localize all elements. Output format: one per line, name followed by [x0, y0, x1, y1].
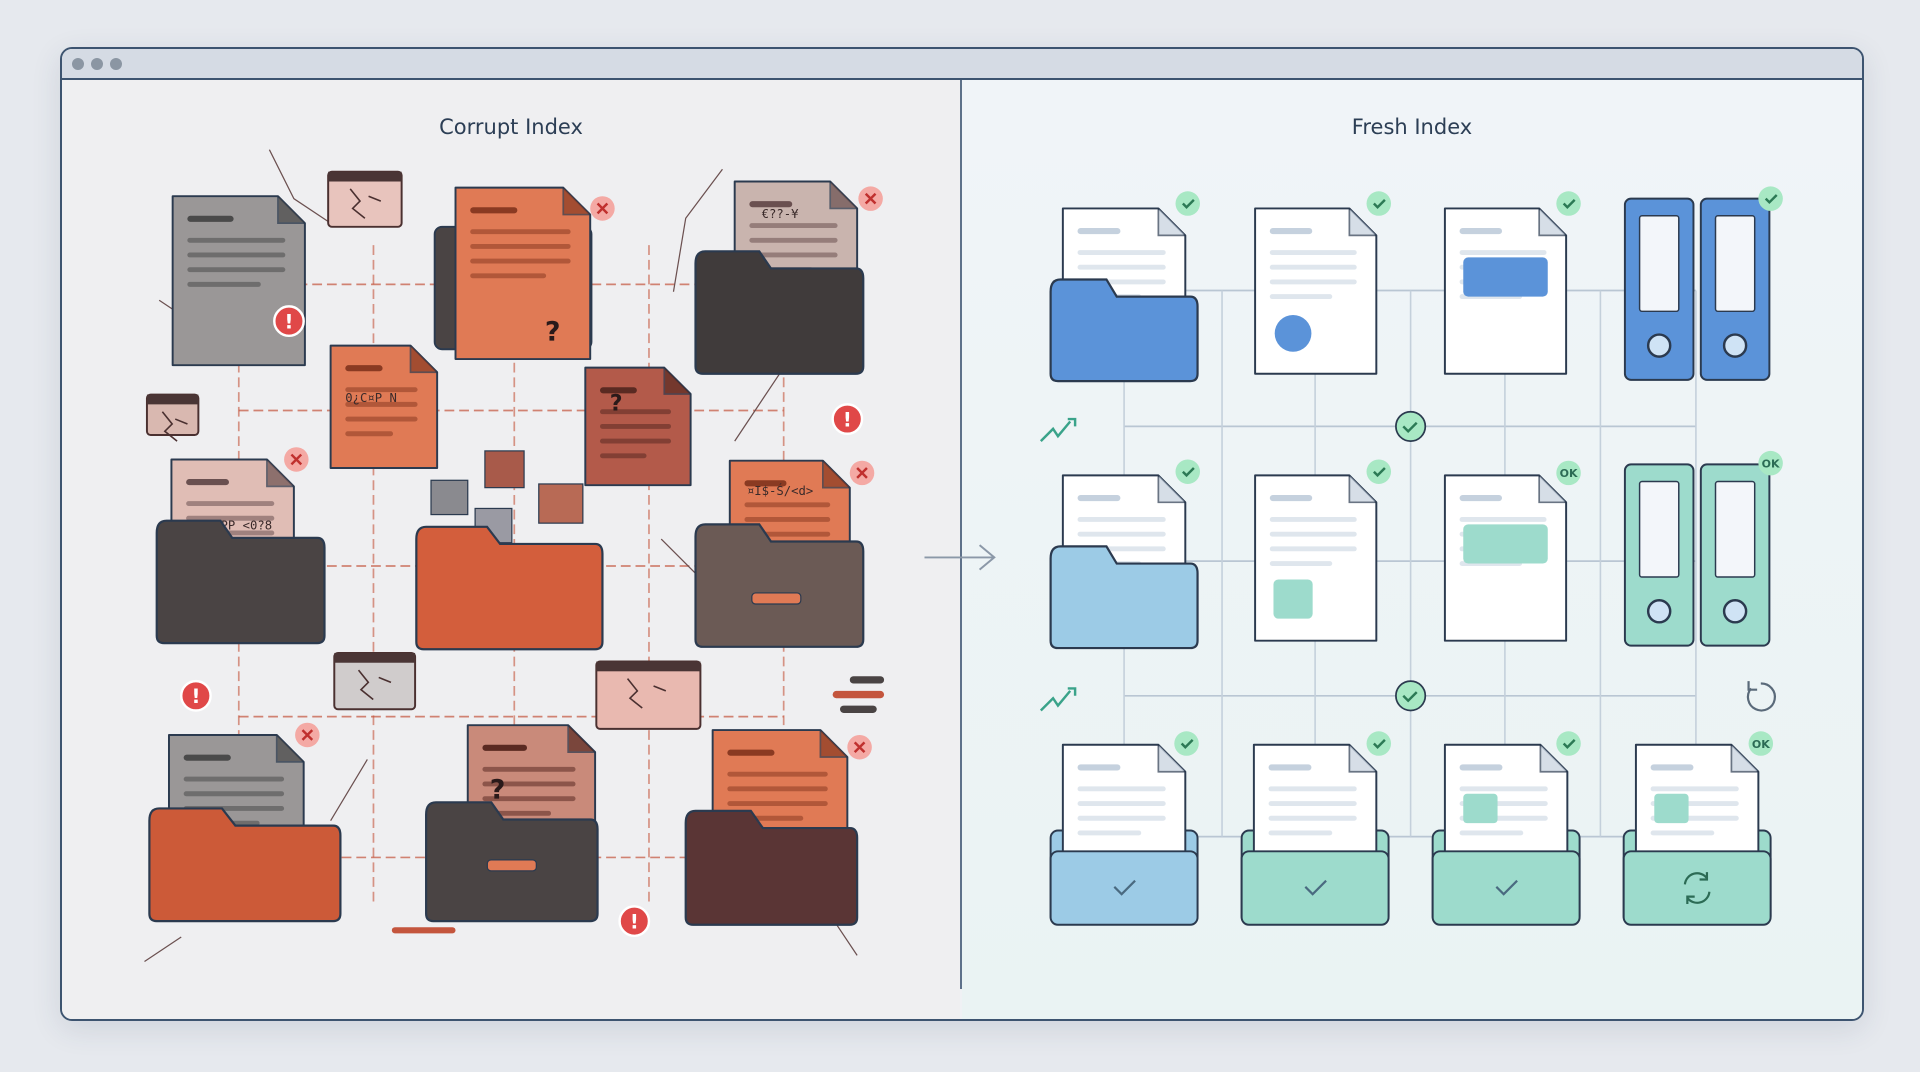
corrupt-index-panel: Corrupt Index — [62, 80, 960, 1019]
fresh-index-panel: Fresh Index — [962, 80, 1862, 1019]
window-maximize-button[interactable] — [110, 57, 122, 70]
panel-divider — [960, 80, 962, 989]
title-bar — [62, 49, 1862, 80]
corrupt-index-title: Corrupt Index — [439, 115, 583, 139]
window-close-button[interactable] — [72, 57, 84, 70]
window-minimize-button[interactable] — [91, 57, 103, 70]
fresh-index-title: Fresh Index — [1351, 115, 1473, 139]
app-window: Corrupt Index Fresh Index — [60, 47, 1864, 1021]
